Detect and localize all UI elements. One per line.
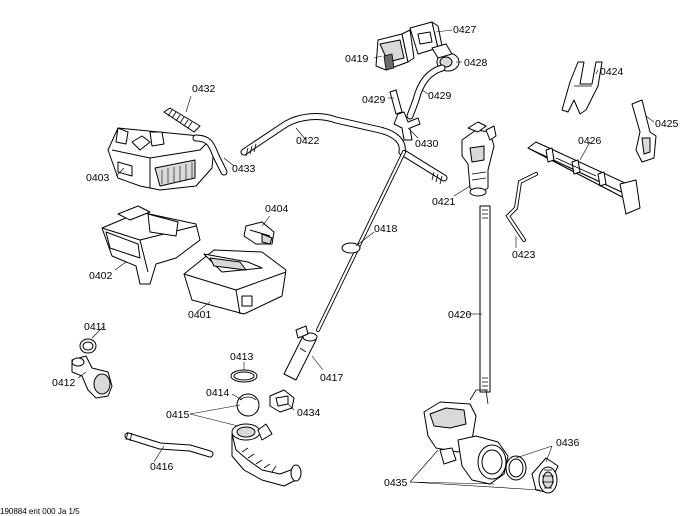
label-0412: 0412 [52, 377, 76, 389]
label-0416: 0416 [150, 461, 174, 473]
label-0435: 0435 [384, 477, 408, 489]
part-0432-bellows-hose [163, 107, 201, 133]
label-0429-left: 0429 [362, 94, 386, 106]
part-0419-pressure-switch [375, 29, 415, 71]
label-0420: 0420 [448, 309, 472, 321]
part-0415-sump-hose [231, 423, 302, 487]
part-0414-ball [236, 393, 260, 417]
label-0421: 0421 [432, 196, 456, 208]
label-0403: 0403 [86, 172, 110, 184]
part-0430-y-connector [393, 111, 421, 141]
label-0433: 0433 [232, 163, 256, 175]
label-0411: 0411 [84, 321, 107, 333]
part-0411-seal-ring [79, 338, 97, 354]
part-0418-rod [316, 150, 406, 332]
part-0434-clip [269, 389, 295, 413]
label-0425: 0425 [655, 118, 679, 130]
part-0401-drawer [183, 249, 287, 315]
label-0423: 0423 [512, 249, 536, 261]
part-0413-o-ring [230, 369, 258, 383]
part-0421-valve [461, 121, 497, 197]
part-0424-bracket [561, 61, 603, 115]
part-0429-tube-small [389, 89, 403, 115]
label-0418: 0418 [374, 223, 398, 235]
part-0435-drain-pump [423, 389, 509, 485]
part-0417-pressure-chamber [283, 325, 318, 381]
label-0427: 0427 [453, 24, 477, 36]
label-0413: 0413 [230, 351, 254, 363]
label-0417: 0417 [320, 372, 344, 384]
label-0428: 0428 [464, 57, 488, 69]
part-0416-hose [124, 431, 214, 458]
leader-lines [77, 29, 655, 491]
part-0425-side-bracket [631, 99, 657, 163]
label-0415: 0415 [166, 409, 190, 421]
label-0429-right: 0429 [428, 90, 452, 102]
part-0436-seal [505, 455, 527, 481]
label-0432: 0432 [192, 83, 216, 95]
part-0436-filter [531, 457, 559, 494]
part-0429-tube-curved [406, 64, 446, 120]
part-0426-mounting-rail [527, 141, 641, 215]
label-0414: 0414 [206, 387, 230, 399]
label-0419: 0419 [345, 53, 369, 65]
label-0434: 0434 [297, 407, 321, 419]
label-0430: 0430 [415, 138, 439, 150]
part-0422-hose [240, 113, 448, 185]
part-0433-tube [192, 134, 228, 176]
label-0402: 0402 [89, 270, 113, 282]
label-0424: 0424 [600, 66, 624, 78]
part-0403-housing-cover [107, 127, 215, 191]
footer-reference: 190884 ent 000 Ja 1/5 [0, 507, 80, 516]
label-0404: 0404 [265, 203, 289, 215]
part-0420-drain-hose [479, 205, 491, 393]
part-0404-insert [243, 221, 275, 245]
part-labels: 0432 0403 0433 0404 0402 0401 0422 0418 … [52, 24, 679, 489]
label-0401: 0401 [188, 309, 212, 321]
part-0412-elbow-hose [71, 355, 113, 399]
label-0422: 0422 [296, 135, 320, 147]
part-0402-drawer-housing [101, 205, 201, 285]
part-0423-rod [505, 172, 538, 242]
label-0436: 0436 [556, 437, 580, 449]
label-0426: 0426 [578, 135, 602, 147]
